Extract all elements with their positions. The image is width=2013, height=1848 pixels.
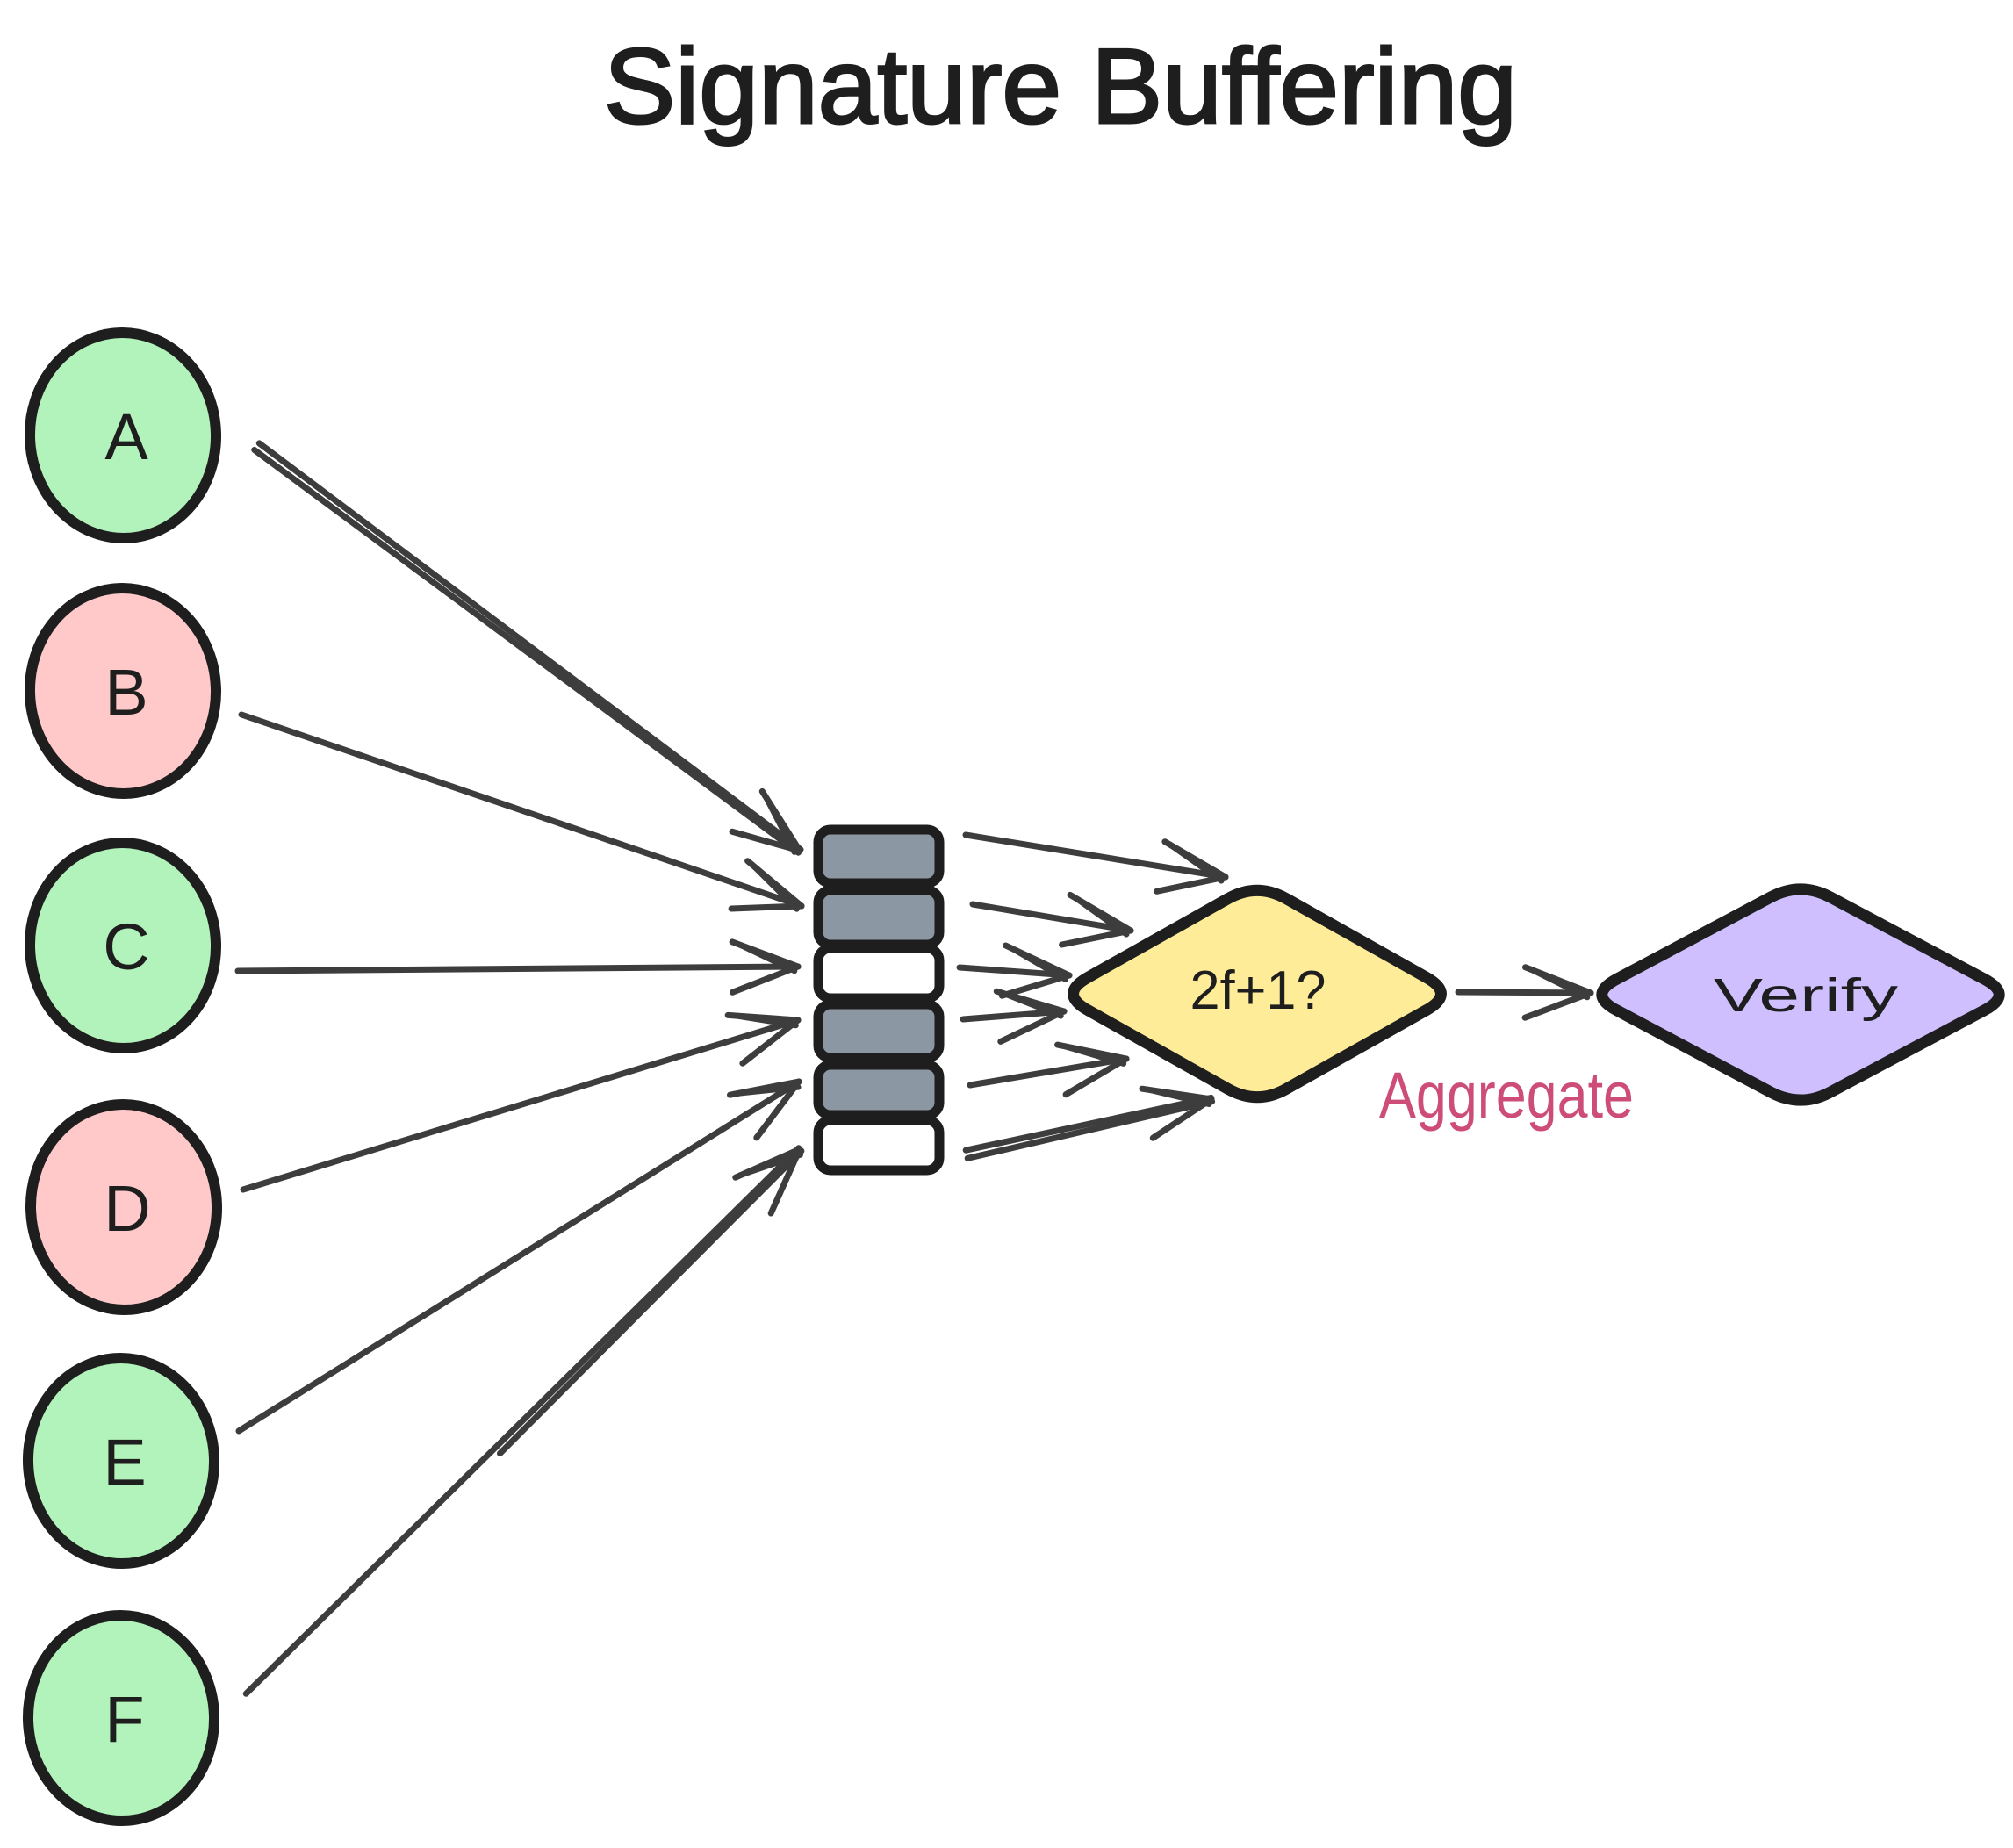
svg-text:Verify: Verify xyxy=(1714,969,1898,1022)
svg-text:A: A xyxy=(104,400,148,473)
svg-text:Signature Buffering: Signature Buffering xyxy=(604,26,1517,146)
svg-text:Aggregate: Aggregate xyxy=(1379,1059,1634,1132)
svg-text:E: E xyxy=(103,1426,146,1499)
svg-text:B: B xyxy=(104,656,147,729)
svg-text:2f+1?: 2f+1? xyxy=(1190,960,1326,1021)
svg-text:D: D xyxy=(104,1172,150,1245)
svg-text:F: F xyxy=(104,1683,144,1756)
svg-text:C: C xyxy=(103,910,149,983)
